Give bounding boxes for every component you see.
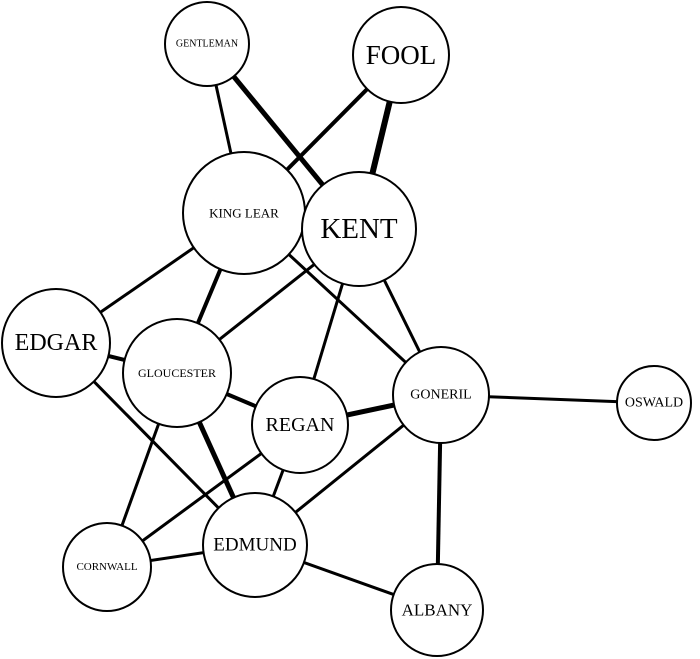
node-regan: REGAN xyxy=(251,376,349,474)
node-label: GENTLEMAN xyxy=(176,39,238,50)
node-circle xyxy=(251,376,349,474)
node-label: CORNWALL xyxy=(76,561,137,573)
edges-layer xyxy=(54,42,655,612)
node-edgar: EDGAR xyxy=(1,288,111,398)
node-cornwall: CORNWALL xyxy=(62,522,152,612)
node-gentleman: GENTLEMAN xyxy=(164,1,250,87)
node-oswald: OSWALD xyxy=(616,365,692,441)
node-label: FOOL xyxy=(366,40,437,70)
node-circle xyxy=(202,492,308,598)
node-label: GONERIL xyxy=(410,388,471,403)
node-goneril: GONERIL xyxy=(392,346,490,444)
node-gloucester: GLOUCESTER xyxy=(122,318,232,428)
node-label: KING LEAR xyxy=(209,206,279,221)
node-circle xyxy=(1,288,111,398)
node-circle xyxy=(616,365,692,441)
node-label: GLOUCESTER xyxy=(138,366,216,380)
node-circle xyxy=(164,1,250,87)
node-kent: KENT xyxy=(301,171,417,287)
node-circle xyxy=(390,563,484,657)
node-label: KENT xyxy=(320,213,398,245)
node-label: EDMUND xyxy=(213,535,296,556)
node-edmund: EDMUND xyxy=(202,492,308,598)
node-label: REGAN xyxy=(266,414,335,436)
node-label: OSWALD xyxy=(625,396,683,411)
node-circle xyxy=(392,346,490,444)
node-fool: FOOL xyxy=(352,6,450,104)
node-king-lear: KING LEAR xyxy=(182,151,306,275)
node-label: EDGAR xyxy=(15,330,98,356)
node-circle xyxy=(62,522,152,612)
node-circle xyxy=(352,6,450,104)
node-label: ALBANY xyxy=(402,601,473,620)
node-albany: ALBANY xyxy=(390,563,484,657)
node-circle xyxy=(122,318,232,428)
node-circle xyxy=(301,171,417,287)
